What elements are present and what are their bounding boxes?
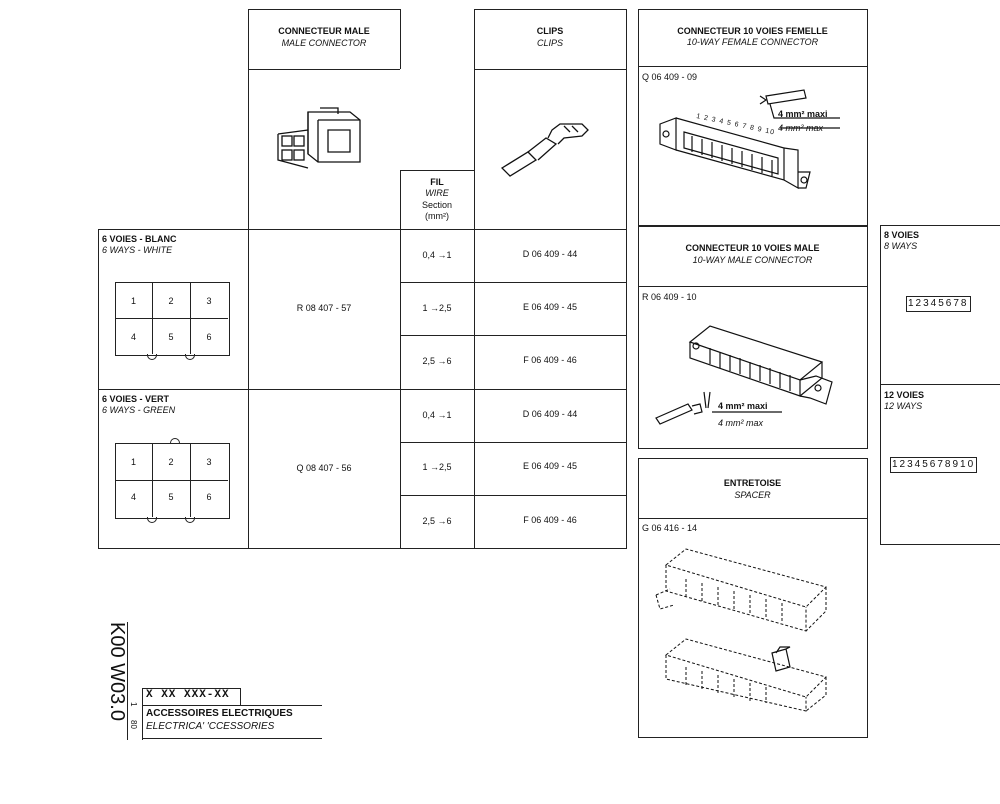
group-white-connector-ref: R 08 407 - 57 [296,303,352,313]
male10-wire-label-en: 4 mm² max [718,418,763,428]
pin-label: 4 [130,492,136,502]
wire-section-label: Section [421,200,453,210]
table-row-clip: F 06 409 - 46 [523,355,577,365]
table-row-section: 2,5 →6 [422,356,452,366]
female10-title: CONNECTEUR 10 VOIES FEMELLE [677,26,828,36]
male10-wire-label: 4 mm² maxi [718,401,768,411]
wire-subtitle: WIRE [425,188,449,198]
twelve-ways-sublabel: 12 WAYS [884,401,923,411]
female10-subtitle: 10-WAY FEMALE CONNECTOR [686,37,819,47]
table-row-section: 1 →2,5 [422,303,452,313]
spacer-title: ENTRETOISE [723,478,782,488]
female10-wire-label: 4 mm² maxi [778,109,828,119]
clip-drawing [500,123,589,177]
revision-b: 80 [129,720,138,729]
eight-ways-sublabel: 8 WAYS [884,241,918,251]
spacer-drawing [655,548,827,712]
clips-subtitle: CLIPS [536,38,563,48]
title-en: ELECTRICA' 'CCESSORIES [146,721,275,732]
document-code: K00 W03.0 [106,622,128,721]
pin-label: 5 [168,492,174,502]
spacer-ref: G 06 416 - 14 [642,523,698,533]
group-green-label: 6 VOIES - VERT [102,394,170,404]
male10-ref: R 06 409 - 10 [642,292,697,302]
clips-title: CLIPS [536,26,564,36]
twelve-ways-label: 12 VOIES [884,390,925,400]
female-connector-drawing [659,89,840,190]
pin-label: 1 [130,457,136,467]
female10-ref: Q 06 409 - 09 [642,72,698,82]
group-white-label: 6 VOIES - BLANC [102,234,177,244]
table-row-clip: D 06 409 - 44 [522,249,578,259]
pin-label: 5 [168,332,174,342]
twelve-ways-pinout: 12345678910 [890,457,978,473]
male-connector-title: CONNECTEUR MALE [278,26,370,36]
group-green-connector-ref: Q 08 407 - 56 [296,463,352,473]
pin-label: 6 [206,492,212,502]
part-number-mask: X XX XXX-XX [146,689,230,701]
group-white-sublabel: 6 WAYS - WHITE [102,245,173,255]
eight-ways-label: 8 VOIES [884,230,920,240]
table-row-clip: E 06 409 - 45 [522,302,578,312]
table-row-clip: E 06 409 - 45 [522,461,578,471]
pin-label: 6 [206,332,212,342]
pin-label: 1 [130,296,136,306]
pin-label: 3 [206,296,212,306]
pin-label: 2 [168,296,174,306]
table-row-section: 0,4 →1 [422,250,452,260]
table-row-section: 1 →2,5 [422,462,452,472]
table-row-section: 0,4 →1 [422,410,452,420]
male10-subtitle: 10-WAY MALE CONNECTOR [692,255,813,265]
pin-label: 3 [206,457,212,467]
male-connector-subtitle: MALE CONNECTOR [281,38,367,48]
pin-label: 2 [168,457,174,467]
wire-section-unit: (mm²) [425,211,449,221]
wire-title: FIL [430,177,444,187]
pin-label: 4 [130,332,136,342]
male10-title: CONNECTEUR 10 VOIES MALE [685,243,820,253]
male-connector-10way-drawing [655,325,833,425]
revision-a: 1 [129,702,138,707]
eight-ways-pinout: 12345678 [906,296,971,312]
group-green-sublabel: 6 WAYS - GREEN [102,405,176,415]
table-row-section: 2,5 →6 [422,516,452,526]
table-row-clip: F 06 409 - 46 [523,515,577,525]
title-fr: ACCESSOIRES ELECTRIQUES [146,708,293,719]
spacer-subtitle: SPACER [734,490,771,500]
table-row-clip: D 06 409 - 44 [522,409,578,419]
male-connector-drawing [277,107,361,169]
